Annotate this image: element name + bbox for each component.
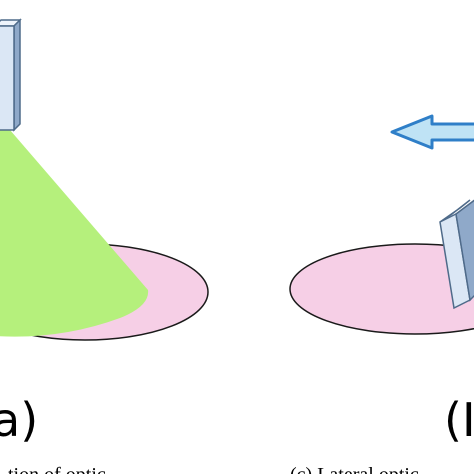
vertical-sensor-probe: [0, 18, 22, 132]
caption-left: tion of optic: [8, 464, 106, 474]
pink-target-disk-b: [289, 243, 474, 335]
panel-b: (I: [289, 114, 474, 447]
panel-b-label: (I: [444, 393, 474, 447]
panel-a-label: a): [0, 393, 38, 447]
left-arrow-icon: [390, 114, 474, 150]
caption-right: (c) Lateral optic: [290, 464, 419, 474]
tilted-sensor-probe: [439, 199, 474, 310]
panel-a: a): [0, 18, 209, 447]
green-light-cone: [0, 130, 149, 337]
